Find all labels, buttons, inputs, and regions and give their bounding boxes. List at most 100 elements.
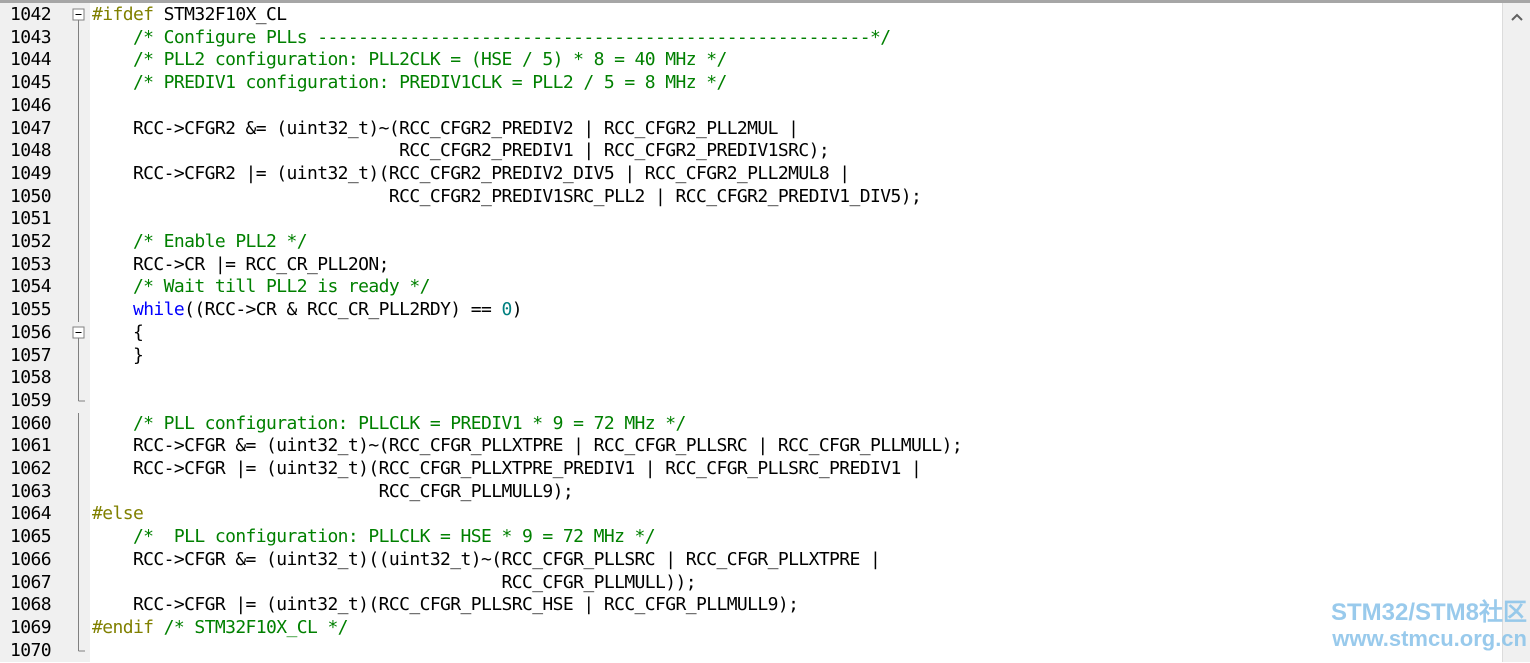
fold-line-icon	[78, 548, 79, 572]
fold-line-marker	[72, 435, 85, 459]
fold-line-marker	[72, 253, 85, 277]
code-line[interactable]: 1054 /* Wait till PLL2 is ready */	[0, 276, 1500, 300]
code-text[interactable]: #ifdef STM32F10X_CL	[92, 4, 287, 27]
code-line[interactable]: 1056 {	[0, 322, 1500, 345]
window-top-border	[0, 0, 1530, 3]
line-number: 1070	[10, 639, 52, 661]
code-text[interactable]: /* Enable PLL2 */	[92, 231, 308, 254]
fold-toggle[interactable]	[72, 326, 85, 345]
line-number: 1066	[10, 548, 52, 570]
code-comment: /* PREDIV1 configuration: PREDIV1CLK = P…	[92, 72, 727, 94]
line-number: 1059	[10, 389, 52, 411]
code-line[interactable]: 1062 RCC->CFGR |= (uint32_t)(RCC_CFGR_PL…	[0, 458, 1500, 481]
fold-line-marker	[72, 208, 85, 232]
code-token: ((RCC->CR & RCC_CR_PLL2RDY) ==	[184, 299, 502, 321]
fold-line-icon	[78, 594, 79, 618]
line-number: 1044	[10, 49, 52, 71]
code-text[interactable]: RCC->CFGR2 &= (uint32_t)~(RCC_CFGR2_PRED…	[92, 118, 799, 141]
line-number: 1054	[10, 276, 52, 298]
code-text[interactable]: /* PLL configuration: PLLCLK = HSE * 9 =…	[92, 526, 656, 549]
fold-line-marker	[72, 548, 85, 572]
code-line[interactable]: 1061 RCC->CFGR &= (uint32_t)~(RCC_CFGR_P…	[0, 435, 1500, 459]
code-line[interactable]: 1047 RCC->CFGR2 &= (uint32_t)~(RCC_CFGR2…	[0, 117, 1500, 141]
code-text[interactable]: RCC->CFGR &= (uint32_t)~(RCC_CFGR_PLLXTP…	[92, 435, 963, 458]
code-line[interactable]: 1044 /* PLL2 configuration: PLL2CLK = (H…	[0, 49, 1500, 73]
fold-line-icon	[78, 231, 79, 254]
code-text[interactable]: RCC_CFGR_PLLMULL9);	[92, 480, 574, 504]
code-token: RCC->CFGR &= (uint32_t)((uint32_t)~(RCC_…	[92, 548, 881, 570]
code-line[interactable]: 1055 while((RCC->CR & RCC_CR_PLL2RDY) ==…	[0, 299, 1500, 323]
code-line[interactable]: 1068 RCC->CFGR |= (uint32_t)(RCC_CFGR_PL…	[0, 594, 1500, 618]
fold-line-marker	[72, 26, 85, 50]
code-line[interactable]: 1058	[0, 367, 1500, 391]
code-text[interactable]: while((RCC->CR & RCC_CR_PLL2RDY) == 0)	[92, 299, 523, 322]
code-line[interactable]: 1070	[0, 639, 1500, 663]
fold-toggle[interactable]	[72, 8, 85, 27]
code-comment: /* PLL2 configuration: PLL2CLK = (HSE / …	[92, 49, 727, 71]
code-line[interactable]: 1057 }	[0, 344, 1500, 368]
line-number: 1048	[10, 140, 52, 162]
code-text[interactable]: }	[92, 345, 144, 368]
code-line[interactable]: 1042#ifdef STM32F10X_CL	[0, 4, 1500, 27]
code-line[interactable]: 1051	[0, 208, 1500, 232]
fold-line-icon	[78, 480, 79, 504]
code-line[interactable]: 1045 /* PREDIV1 configuration: PREDIV1CL…	[0, 72, 1500, 96]
code-line[interactable]: 1053 RCC->CR |= RCC_CR_PLL2ON;	[0, 253, 1500, 277]
code-token: RCC_CFGR_PLLMULL9);	[92, 480, 574, 502]
line-number: 1064	[10, 503, 52, 525]
code-text[interactable]: /* PLL configuration: PLLCLK = PREDIV1 *…	[92, 413, 686, 436]
code-text[interactable]: RCC->CFGR |= (uint32_t)(RCC_CFGR_PLLSRC_…	[92, 594, 799, 617]
fold-line-icon	[78, 162, 79, 186]
code-text[interactable]: RCC->CFGR |= (uint32_t)(RCC_CFGR_PLLXTPR…	[92, 458, 922, 481]
scroll-up-button[interactable]	[1509, 9, 1525, 25]
code-line[interactable]: 1049 RCC->CFGR2 |= (uint32_t)(RCC_CFGR2_…	[0, 162, 1500, 186]
watermark-title: STM32/STM8社区	[1330, 599, 1527, 626]
fold-line-marker	[72, 72, 85, 96]
code-text[interactable]: RCC->CR |= RCC_CR_PLL2ON;	[92, 254, 390, 277]
code-text[interactable]: RCC_CFGR2_PREDIV1SRC_PLL2 | RCC_CFGR2_PR…	[92, 185, 922, 209]
vertical-scrollbar[interactable]	[1502, 3, 1530, 662]
code-text[interactable]: RCC_CFGR_PLLMULL));	[92, 572, 696, 595]
line-number: 1068	[10, 594, 52, 616]
code-line[interactable]: 1063 RCC_CFGR_PLLMULL9);	[0, 480, 1500, 504]
fold-line-icon	[78, 185, 79, 209]
code-keyword: while	[132, 299, 185, 321]
code-text[interactable]: RCC_CFGR2_PREDIV1 | RCC_CFGR2_PREDIV1SRC…	[92, 140, 830, 163]
line-number: 1047	[10, 117, 52, 139]
code-text[interactable]: {	[92, 322, 144, 345]
code-line[interactable]: 1060 /* PLL configuration: PLLCLK = PRED…	[0, 412, 1500, 436]
fold-line-marker	[72, 458, 85, 481]
code-text[interactable]: RCC->CFGR &= (uint32_t)((uint32_t)~(RCC_…	[92, 548, 881, 572]
code-line[interactable]: 1052 /* Enable PLL2 */	[0, 231, 1500, 254]
minus-box-icon	[72, 326, 85, 345]
code-line[interactable]: 1064 #else	[0, 503, 1500, 527]
code-text[interactable]: /* PLL2 configuration: PLL2CLK = (HSE / …	[92, 49, 727, 72]
watermark: STM32/STM8社区 www.stmcu.org.cn	[1297, 600, 1527, 652]
code-text[interactable]: /* Configure PLLs ----------------------…	[92, 27, 891, 50]
fold-line-marker	[72, 162, 85, 186]
line-number: 1061	[10, 435, 52, 457]
code-token	[92, 299, 133, 320]
code-text[interactable]: /* PREDIV1 configuration: PREDIV1CLK = P…	[92, 72, 727, 95]
code-line[interactable]: 1066 RCC->CFGR &= (uint32_t)((uint32_t)~…	[0, 548, 1500, 572]
code-number: 0	[501, 299, 513, 321]
code-text[interactable]: /* Wait till PLL2 is ready */	[92, 276, 430, 299]
code-line[interactable]: 1065 /* PLL configuration: PLLCLK = HSE …	[0, 526, 1500, 550]
fold-line-marker	[72, 367, 85, 391]
code-token: RCC_CFGR2_PREDIV1SRC_PLL2 | RCC_CFGR2_PR…	[92, 185, 922, 207]
code-text[interactable]: #else	[92, 503, 144, 526]
fold-line-marker	[72, 276, 85, 300]
code-comment: /* PLL configuration: PLLCLK = HSE * 9 =…	[92, 526, 656, 548]
code-line[interactable]: 1048 RCC_CFGR2_PREDIV1 | RCC_CFGR2_PREDI…	[0, 140, 1500, 164]
code-line[interactable]: 1043 /* Configure PLLs -----------------…	[0, 26, 1500, 50]
code-line[interactable]: 1069#endif /* STM32F10X_CL */	[0, 616, 1500, 640]
code-line[interactable]: 1046	[0, 94, 1500, 118]
code-text[interactable]: RCC->CFGR2 |= (uint32_t)(RCC_CFGR2_PREDI…	[92, 163, 850, 186]
code-line[interactable]: 1050 RCC_CFGR2_PREDIV1SRC_PLL2 | RCC_CFG…	[0, 185, 1500, 209]
code-text[interactable]: #endif /* STM32F10X_CL */	[92, 617, 349, 640]
code-line[interactable]: 1067 RCC_CFGR_PLLMULL));	[0, 571, 1500, 595]
code-line[interactable]: 1059	[0, 389, 1500, 413]
code-token: )	[511, 299, 523, 321]
fold-line-marker	[72, 526, 85, 550]
